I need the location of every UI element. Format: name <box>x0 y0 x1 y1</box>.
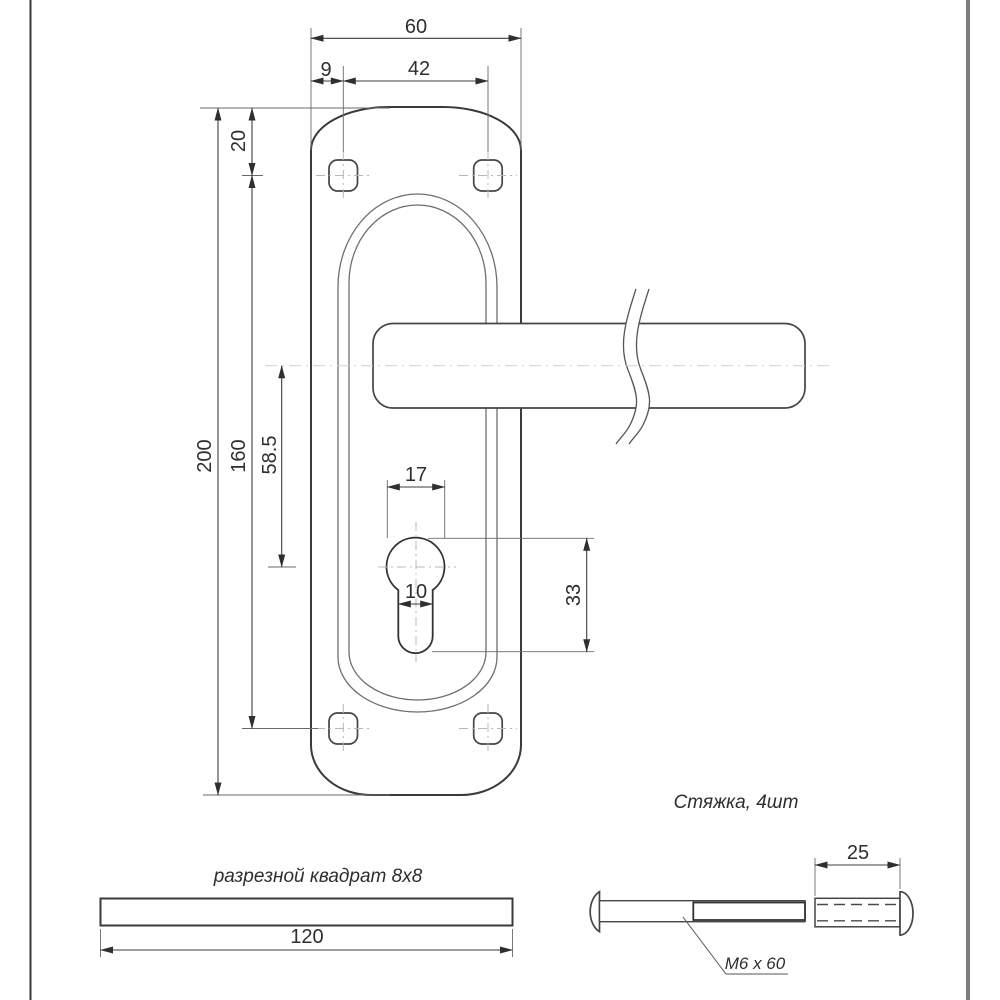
square-rod <box>99 897 514 927</box>
connecting-screw <box>589 890 806 975</box>
dim-plate-width: 60 <box>405 16 427 38</box>
keyhole-centerlines <box>378 522 456 662</box>
sleeve-cap <box>899 890 914 936</box>
screw-head <box>589 890 601 934</box>
dim-keyhole-length: 33 <box>563 584 585 606</box>
screw-thread <box>692 901 806 921</box>
dim-sleeve-length: 25 <box>847 842 869 864</box>
dim-hole-spacing-vertical: 160 <box>228 439 250 472</box>
screw-leader-line <box>682 916 788 975</box>
dimension-lines <box>100 34 901 954</box>
dim-hole-spacing-horizontal: 42 <box>408 58 430 80</box>
note-rod: разрезной квадрат 8x8 <box>213 866 423 887</box>
dim-keyhole-diameter: 17 <box>405 464 427 486</box>
dim-keyhole-slot-width: 10 <box>405 581 427 603</box>
handle-break-line-right <box>628 288 651 445</box>
backplate-outline <box>310 106 522 796</box>
plate-inner-contour-outer <box>337 193 498 713</box>
handle-break-gap <box>616 289 650 444</box>
sleeve-barrel <box>814 897 901 928</box>
dim-hole-edge-offset: 9 <box>320 59 331 81</box>
dim-rod-length: 120 <box>290 926 323 948</box>
dim-plate-height: 200 <box>194 439 216 472</box>
sleeve-nut <box>814 890 914 936</box>
note-screw: М6 x 60 <box>725 954 786 973</box>
plate-inner-contour-inner <box>348 204 487 701</box>
hole-centerlines <box>316 151 517 754</box>
dim-handle-to-keyhole: 58.5 <box>259 436 281 475</box>
handle-break-line-left <box>615 288 638 445</box>
note-tie: Стяжка, 4шт <box>674 792 799 813</box>
dim-hole-top-offset: 20 <box>228 130 250 152</box>
